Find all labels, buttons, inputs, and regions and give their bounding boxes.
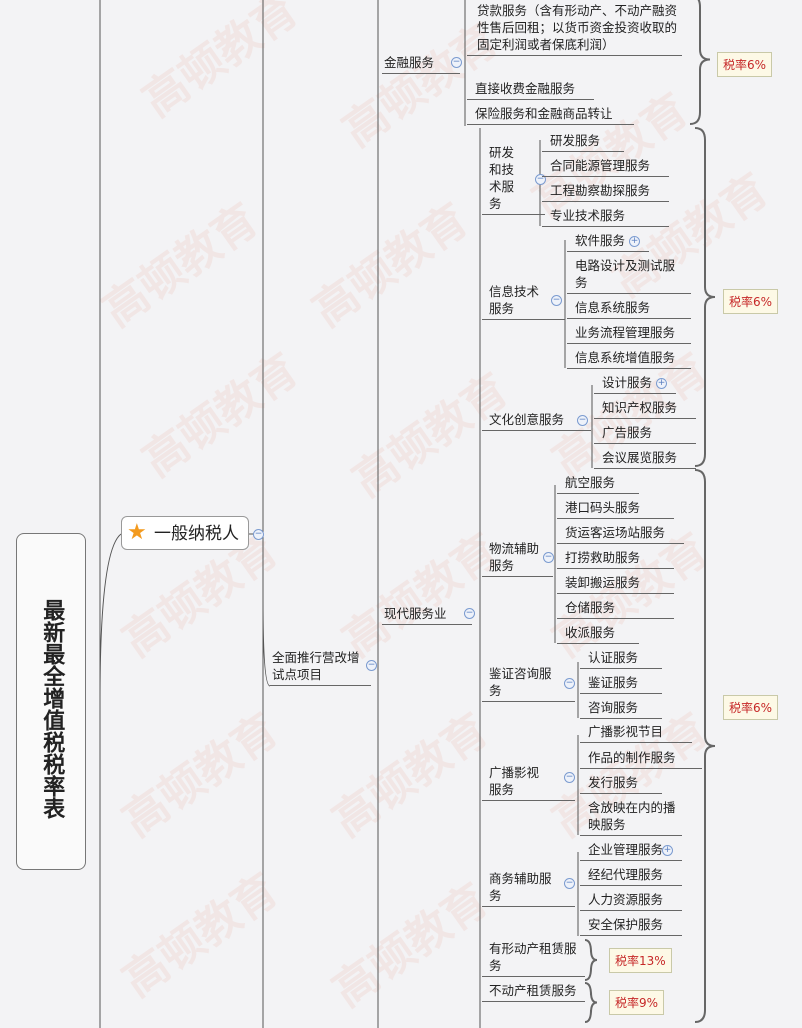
collapse-icon[interactable]: − [535,174,546,185]
star-icon: ★ [127,520,147,545]
rate-label: 税率13% [609,948,672,973]
node-business-item[interactable]: 经纪代理服务 [580,866,682,886]
node-general-taxpayer[interactable]: ★ 一般纳税人 [121,516,249,550]
collapse-icon[interactable]: − [253,529,264,540]
node-rd-item[interactable]: 专业技术服务 [542,207,669,227]
collapse-icon[interactable]: − [564,878,575,889]
node-it-item[interactable]: 电路设计及测试服务 [567,257,691,294]
node-tangible-lease[interactable]: 有形动产租赁服务 [482,940,585,977]
node-logistics-item[interactable]: 打捞救助服务 [557,549,674,569]
node-broadcast[interactable]: 广播影视服务 [482,764,575,801]
brace-modern-a [694,127,716,467]
collapse-icon[interactable]: − [464,608,475,619]
rate-label: 税率6% [723,289,779,314]
node-culture[interactable]: 文化创意服务 [482,411,591,431]
node-business[interactable]: 商务辅助服务 [482,870,575,907]
node-broadcast-item[interactable]: 含放映在内的播映服务 [580,799,682,836]
node-it-item[interactable]: 软件服务 [567,232,649,252]
node-assurance-item[interactable]: 鉴证服务 [580,674,662,694]
node-logistics[interactable]: 物流辅助服务 [482,540,553,577]
node-culture-item[interactable]: 会议展览服务 [594,449,696,469]
node-business-item[interactable]: 安全保护服务 [580,916,682,936]
rate-label: 税率9% [609,990,665,1015]
node-culture-item[interactable]: 知识产权服务 [594,399,696,419]
node-assurance-item[interactable]: 咨询服务 [580,699,662,719]
rate-label: 税率6% [717,52,773,77]
node-logistics-item[interactable]: 航空服务 [557,474,639,494]
collapse-icon[interactable]: − [577,415,588,426]
brace-modern-b [694,469,716,1023]
node-label: 一般纳税人 [154,524,239,544]
node-finance[interactable]: 金融服务 [382,54,460,74]
collapse-icon[interactable]: − [543,552,554,563]
node-rd-item[interactable]: 合同能源管理服务 [542,157,669,177]
brace-finance [689,0,711,125]
node-logistics-item[interactable]: 货运客运场站服务 [557,524,684,544]
brace-tangible [584,939,598,981]
node-rd-item[interactable]: 工程勘察勘探服务 [542,182,669,202]
node-it[interactable]: 信息技术服务 [482,283,565,320]
collapse-icon[interactable]: − [366,660,377,671]
node-culture-item[interactable]: 广告服务 [594,424,696,444]
node-realestate-lease[interactable]: 不动产租赁服务 [482,982,585,1002]
node-culture-item[interactable]: 设计服务 [594,374,676,394]
node-logistics-item[interactable]: 收派服务 [557,624,639,644]
node-logistics-item[interactable]: 装卸搬运服务 [557,574,674,594]
node-it-item[interactable]: 信息系统服务 [567,299,691,319]
node-it-item[interactable]: 业务流程管理服务 [567,324,691,344]
node-business-item[interactable]: 企业管理服务 [580,841,682,861]
expand-icon[interactable]: + [656,378,667,389]
node-logistics-item[interactable]: 港口码头服务 [557,499,674,519]
node-assurance-item[interactable]: 认证服务 [580,649,662,669]
node-broadcast-item[interactable]: 广播影视节目 [580,723,692,743]
root-title[interactable]: 最新最全增值税税率表 [16,533,86,870]
node-logistics-item[interactable]: 仓储服务 [557,599,674,619]
collapse-icon[interactable]: − [564,678,575,689]
node-business-item[interactable]: 人力资源服务 [580,891,682,911]
node-broadcast-item[interactable]: 作品的制作服务 [580,749,702,769]
collapse-icon[interactable]: − [551,295,562,306]
collapse-icon[interactable]: − [564,772,575,783]
node-project[interactable]: 全面推行营改增试点项目 [270,649,371,686]
node-rd[interactable]: 研发和技术服务 [482,144,545,215]
rate-label: 税率6% [723,695,779,720]
expand-icon[interactable]: + [629,236,640,247]
node-rd-item[interactable]: 研发服务 [542,132,624,152]
node-loan-service[interactable]: 贷款服务（含有形动产、不动产融资性售后回租；以货币资金投资收取的固定利润或者保底… [467,2,682,56]
node-assurance[interactable]: 鉴证咨询服务 [482,665,575,702]
brace-realestate [584,982,598,1023]
node-modern-service[interactable]: 现代服务业 [382,605,472,625]
collapse-icon[interactable]: − [451,57,462,68]
node-it-item[interactable]: 信息系统增值服务 [567,349,691,369]
expand-icon[interactable]: + [662,845,673,856]
node-broadcast-item[interactable]: 发行服务 [580,774,662,794]
node-insurance[interactable]: 保险服务和金融商品转让 [467,105,634,125]
node-direct-fee-finance[interactable]: 直接收费金融服务 [467,80,594,100]
